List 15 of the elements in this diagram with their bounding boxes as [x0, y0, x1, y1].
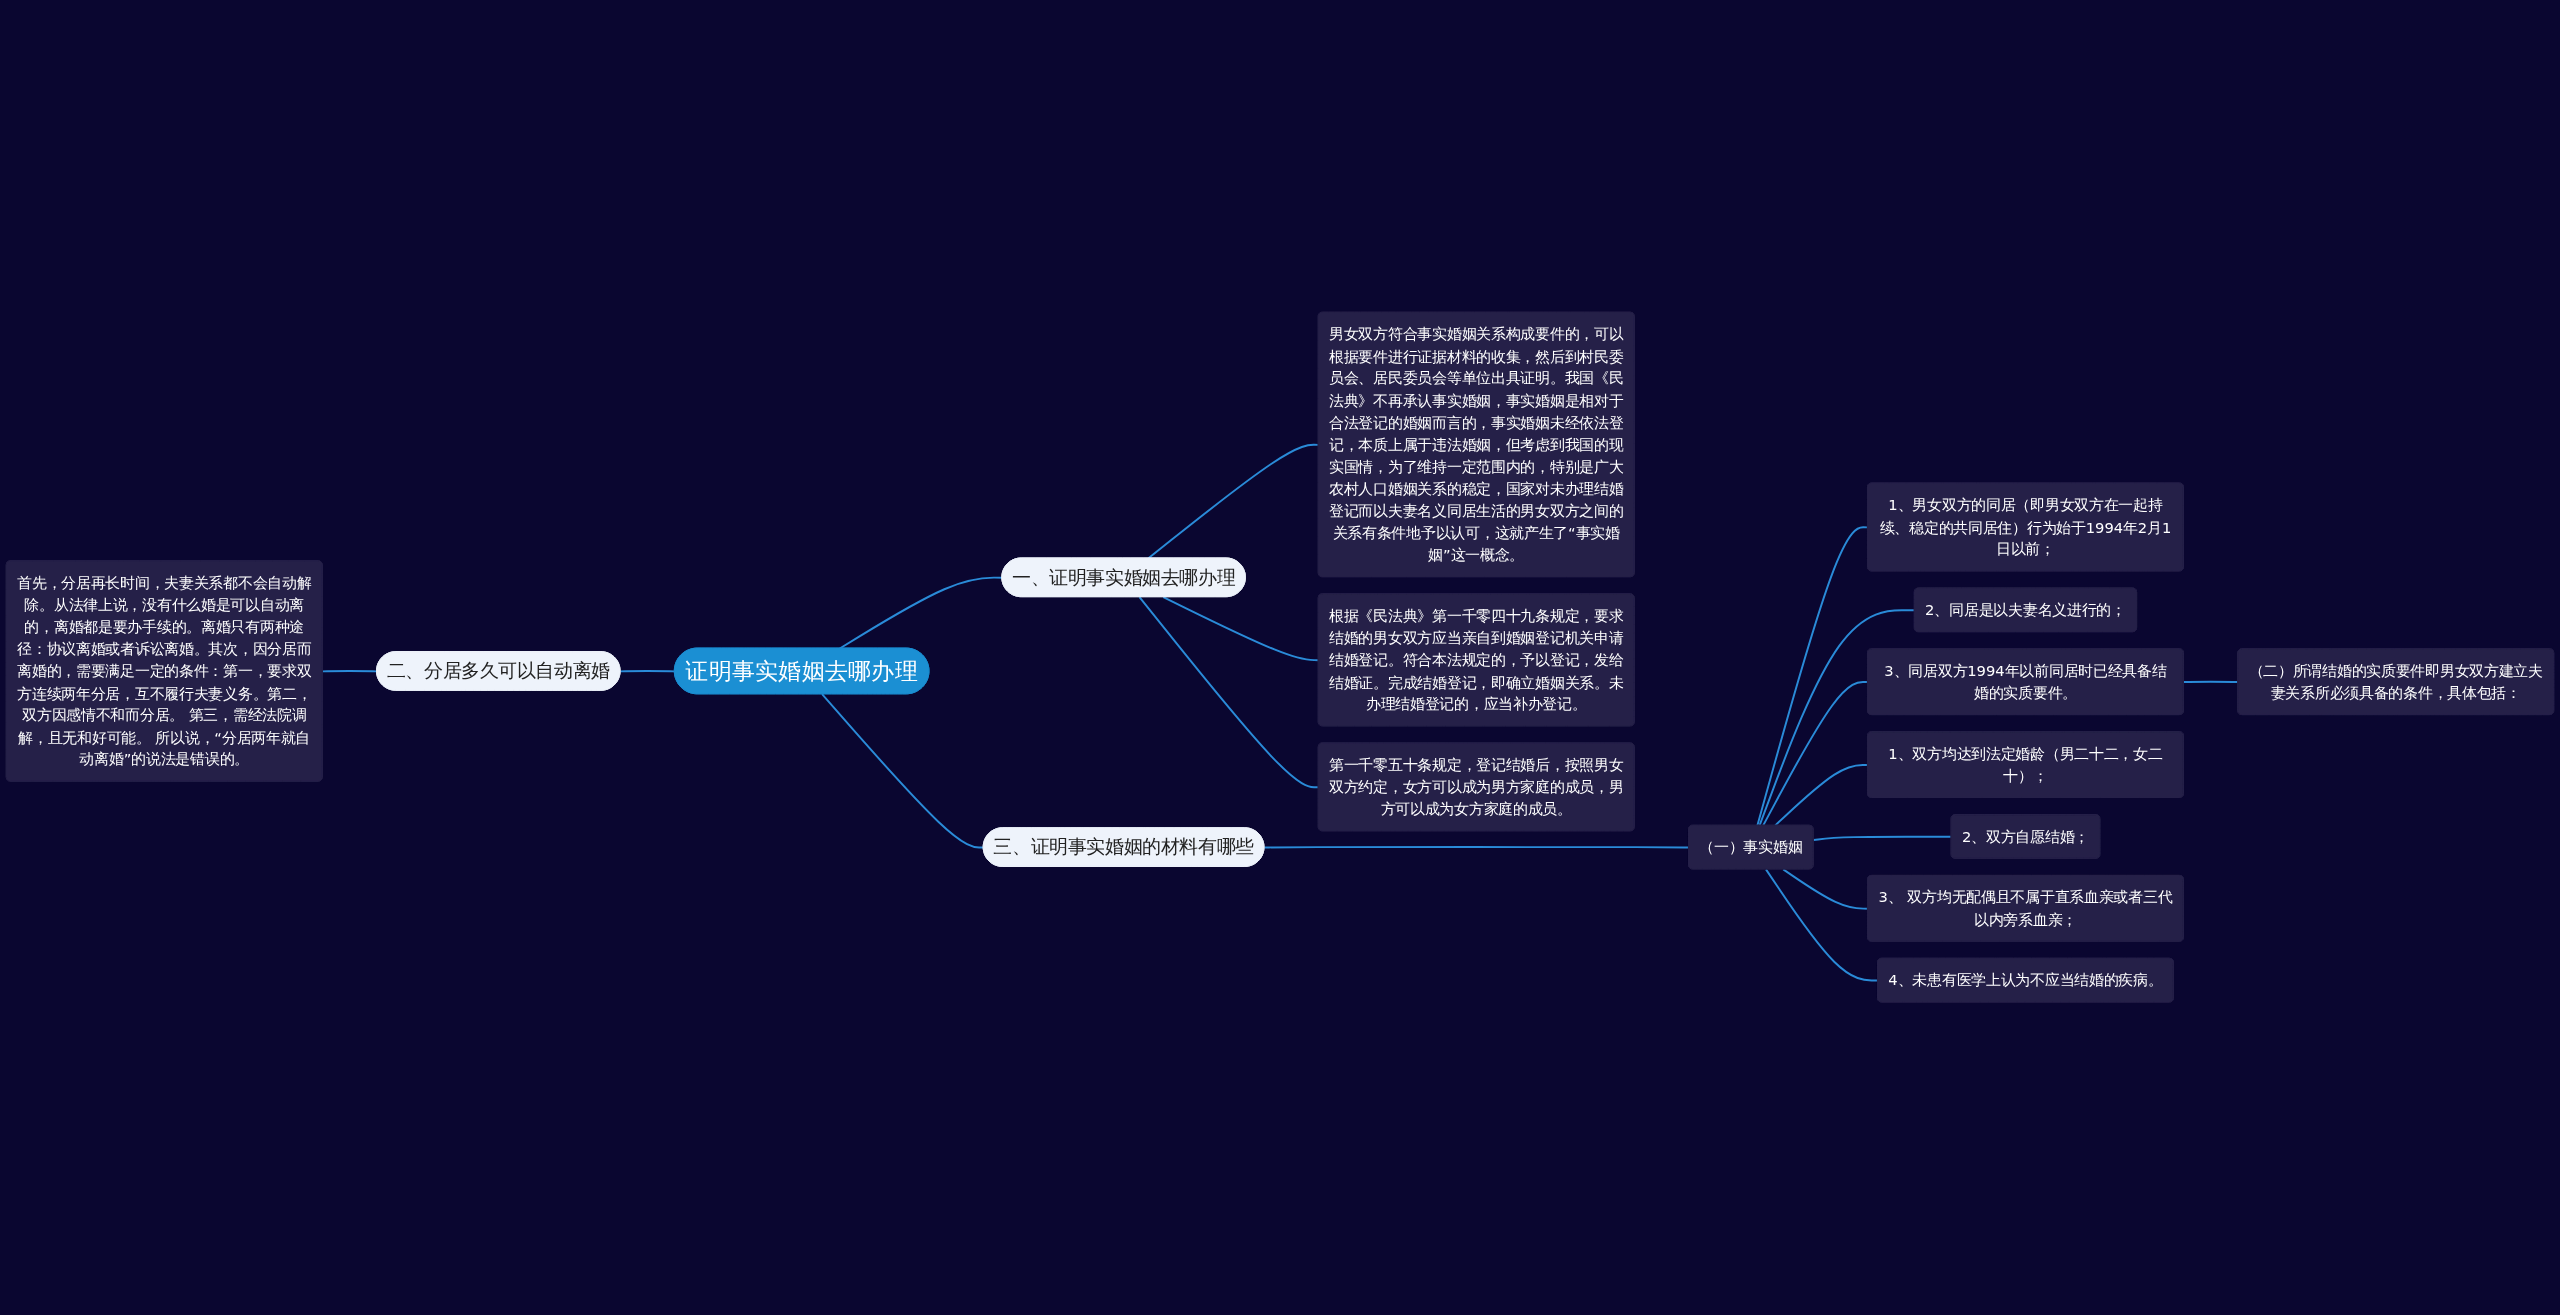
connector [619, 670, 676, 673]
connector [1774, 764, 1869, 827]
connector [321, 670, 378, 673]
connector [1147, 444, 1320, 560]
connector [1138, 596, 1320, 789]
connector [1756, 526, 1869, 827]
connector [1762, 681, 1869, 827]
connector [1162, 596, 1320, 662]
connector [1263, 846, 1690, 849]
connector [1758, 609, 1916, 827]
connector [1782, 868, 1869, 911]
connector [838, 577, 1004, 650]
connector [1812, 836, 1953, 842]
connector [821, 693, 985, 849]
connector [1765, 868, 1879, 982]
